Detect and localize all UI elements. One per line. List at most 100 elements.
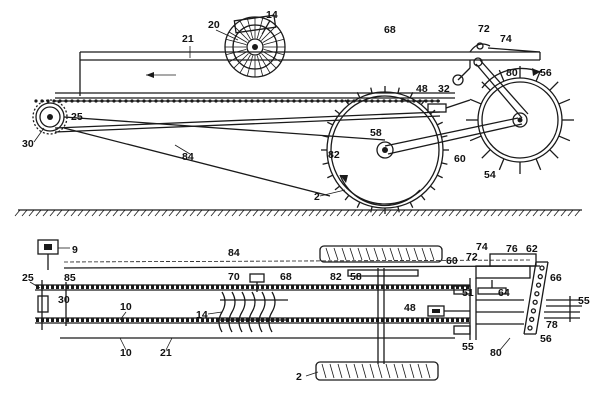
tines-55	[544, 296, 582, 322]
chain-link	[226, 99, 230, 103]
wheel-spike	[344, 99, 350, 106]
rotor-rib	[228, 51, 248, 63]
wheel-spike	[429, 185, 436, 191]
chain-link	[326, 318, 329, 322]
ground-hatch-mark	[427, 209, 434, 217]
chain-link	[321, 318, 324, 322]
chain-link	[310, 99, 314, 103]
conveyor-chain	[34, 99, 440, 103]
chain-link	[58, 99, 62, 103]
label-30: 30	[58, 294, 70, 306]
chain-link	[336, 318, 339, 322]
direction-arrow-icon	[146, 72, 176, 78]
ground-hatch-mark	[14, 209, 21, 217]
chain-link	[181, 285, 184, 289]
chain-link	[51, 318, 54, 322]
chain-link	[291, 285, 294, 289]
rotor-rib	[233, 53, 249, 69]
ground-hatch-mark	[42, 209, 49, 217]
chain-link	[351, 285, 354, 289]
chain-link	[280, 99, 284, 103]
ground-hatch-mark	[560, 209, 567, 217]
label-85: 85	[64, 272, 76, 284]
tire-tread	[349, 247, 355, 261]
conveyor-belt-return	[54, 111, 441, 133]
chain-link	[151, 285, 154, 289]
chain-link	[416, 318, 419, 322]
ground-hatch-mark	[343, 209, 350, 217]
rotor-rib	[256, 17, 264, 39]
chain-link	[106, 318, 109, 322]
chain-link	[101, 285, 104, 289]
wheel-spike	[322, 135, 329, 138]
ground-hatch-mark	[476, 209, 483, 217]
chain-link	[201, 285, 204, 289]
chain-link	[136, 99, 140, 103]
chain-link	[166, 285, 169, 289]
ground-hatch-mark	[210, 209, 217, 217]
tire-tread	[405, 247, 411, 261]
chain-link	[401, 318, 404, 322]
tire-tread	[357, 247, 363, 261]
chain-link	[321, 285, 324, 289]
rotor-rib	[262, 51, 282, 63]
chain-link	[184, 99, 188, 103]
chain-link	[178, 99, 182, 103]
tire-tread	[333, 247, 339, 261]
tire-tread	[329, 363, 335, 379]
chain-link	[186, 318, 189, 322]
rotor-rib	[228, 31, 248, 43]
label-80: 80	[490, 347, 502, 359]
label-25: 25	[71, 111, 83, 123]
chain-link	[436, 99, 440, 103]
rotor-rib	[261, 25, 277, 41]
ground-hatch-mark	[238, 209, 245, 217]
chain-link	[322, 99, 326, 103]
chain-link	[311, 318, 314, 322]
chain-link	[214, 99, 218, 103]
chain-link	[76, 318, 79, 322]
wheel-spike	[397, 87, 400, 94]
ground-hatch-mark	[434, 209, 441, 217]
ground-hatch-mark	[539, 209, 546, 217]
ground-line	[14, 209, 582, 217]
chain-link	[451, 318, 454, 322]
wheel-spike	[436, 121, 443, 126]
ground-hatch-mark	[154, 209, 161, 217]
chain-link	[94, 99, 98, 103]
chain-link	[61, 285, 64, 289]
wheel-spike	[334, 109, 341, 115]
wheel-spike	[370, 87, 373, 94]
chain-link	[221, 285, 224, 289]
ground-hatch-mark	[189, 209, 196, 217]
chain-link	[112, 99, 116, 103]
ground-hatch-mark	[126, 209, 133, 217]
tire-tread	[337, 363, 343, 379]
wheel-spike	[420, 99, 426, 106]
chain-link	[400, 99, 404, 103]
ground-hatch-mark	[574, 209, 581, 217]
chain-link	[370, 99, 374, 103]
label-66: 66	[550, 272, 562, 284]
rotor-rib	[239, 20, 251, 40]
chain-link	[266, 285, 269, 289]
belt-84-plan	[63, 259, 541, 269]
chain-link	[146, 285, 149, 289]
ground-hatch-mark	[413, 209, 420, 217]
ground-hatch-mark	[91, 209, 98, 217]
ground-hatch-mark	[21, 209, 28, 217]
chain-link	[36, 318, 39, 322]
rotor-rib	[246, 55, 254, 77]
chain-link	[451, 285, 454, 289]
frame-rails	[35, 280, 470, 339]
ground-hatch-mark	[196, 209, 203, 217]
chain-link	[91, 318, 94, 322]
rotor-rib	[262, 31, 282, 43]
tire-tread	[393, 363, 399, 379]
chain-link	[101, 318, 104, 322]
ground-hatch-mark	[70, 209, 77, 217]
chain-link	[316, 318, 319, 322]
tire-tread	[413, 247, 419, 261]
chain-link	[326, 285, 329, 289]
label-72: 72	[466, 251, 478, 263]
